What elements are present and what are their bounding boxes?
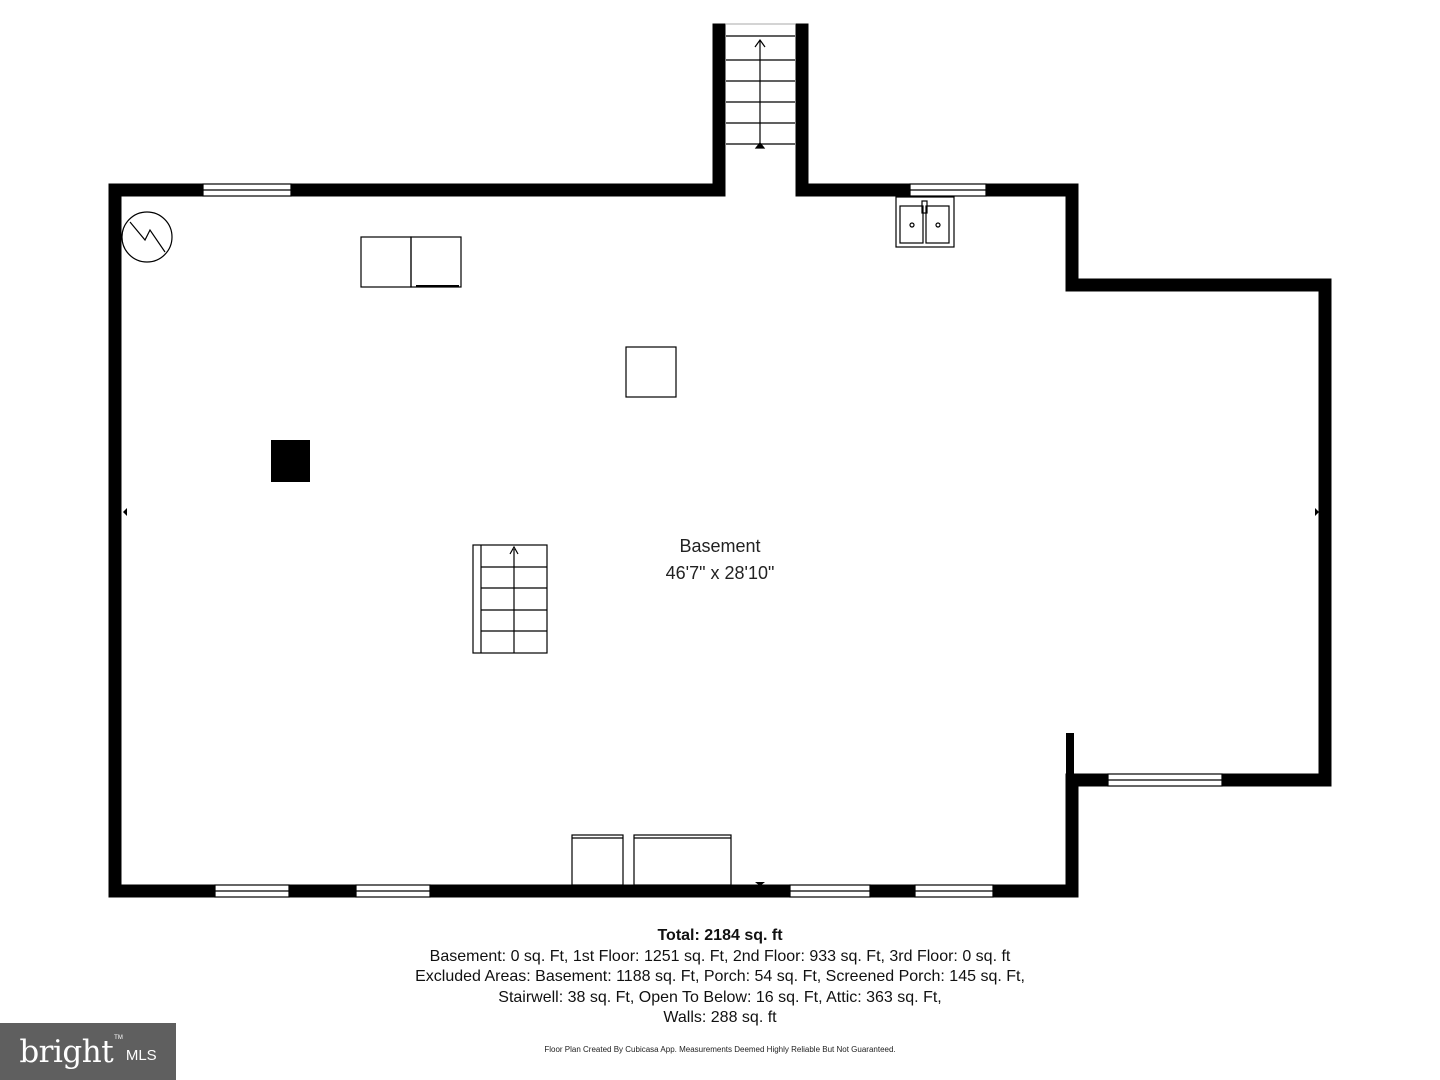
logo-word: bright	[19, 1033, 114, 1070]
window-right-wing	[1107, 773, 1223, 787]
room-dimensions: 46'7" x 28'10"	[665, 563, 775, 583]
wall-stub	[1066, 733, 1074, 783]
water-heater-icon	[121, 211, 173, 263]
sink-icon	[895, 196, 955, 248]
window-top-right	[909, 183, 987, 197]
logo-tm: TM	[114, 1035, 123, 1041]
disclaimer: Floor Plan Created By Cubicasa App. Meas…	[544, 1045, 896, 1054]
window-bottom-1	[214, 884, 290, 898]
summary-line: Stairwell: 38 sq. Ft, Open To Below: 16 …	[498, 988, 942, 1006]
window-bottom-2	[355, 884, 431, 898]
window-top-left	[202, 183, 292, 197]
support-column	[271, 440, 310, 482]
summary-line: Walls: 288 sq. ft	[663, 1009, 777, 1026]
total-area: Total: 2184 sq. ft	[657, 927, 783, 944]
summary-line: Basement: 0 sq. Ft, 1st Floor: 1251 sq. …	[429, 947, 1011, 965]
bright-mls-logo: bright TM MLS	[0, 1023, 176, 1080]
wall-markers	[123, 508, 1319, 886]
window-bottom-3	[789, 884, 871, 898]
window-bottom-4	[914, 884, 994, 898]
logo-mls: MLS	[125, 1047, 157, 1064]
summary-line: Excluded Areas: Basement: 1188 sq. Ft, P…	[415, 968, 1025, 985]
bottom-cabinets	[571, 834, 732, 886]
interior-stairs	[472, 544, 548, 654]
washer-dryer	[360, 236, 462, 288]
room-name: Basement	[679, 536, 761, 556]
storage-box	[625, 346, 677, 398]
top-stairwell	[726, 23, 795, 149]
windows	[202, 183, 1223, 898]
floor-plan	[108, 23, 1332, 898]
area-summary: Total: 2184 sq. ft Basement: 0 sq. Ft, 1…	[300, 926, 1140, 1029]
